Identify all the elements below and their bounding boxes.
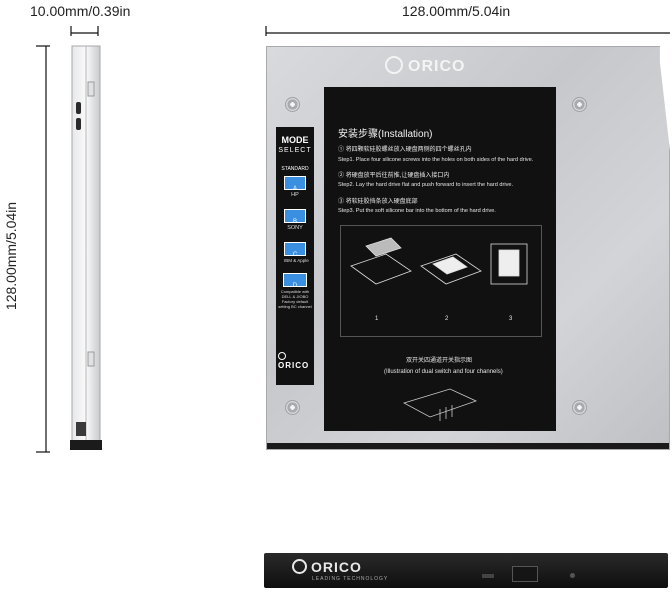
installation-figures: 1 2 3 — [340, 225, 542, 337]
caddy-top-view: ORICO MODE SELECT STANDARD A HP B SONY C… — [266, 46, 670, 450]
mode-panel-brand: ORICO — [278, 352, 314, 370]
mode-subtitle: SELECT — [278, 147, 312, 154]
screw-icon — [285, 97, 300, 112]
mode-option-d: D Compatible with DELL & JIOBO Factory d… — [278, 273, 312, 309]
instructions-panel: 安装步骤(Installation) ① 将四颗软硅胶螺丝放入硬盘两侧的四个螺丝… — [324, 87, 556, 431]
step-illustration — [350, 237, 528, 285]
mode-select-panel: MODE SELECT STANDARD A HP B SONY C IBM &… — [276, 127, 314, 385]
bezel-tagline: LEADING TECHNOLOGY — [312, 576, 389, 582]
switch-icon: A — [284, 176, 306, 192]
screw-icon — [572, 400, 587, 415]
eject-button[interactable] — [512, 566, 538, 582]
height-dimension-line — [36, 45, 50, 453]
caddy-bezel-edge — [267, 443, 669, 449]
caddy-switch-illustration — [402, 388, 478, 421]
mode-option-b: B SONY — [284, 208, 306, 232]
caddy-side-view — [70, 45, 102, 450]
fig-label-3: 3 — [509, 316, 513, 322]
step3-cn: ③ 将软硅胶挡条放入硬盘底部 — [338, 199, 418, 205]
switch-icon: D — [283, 273, 307, 289]
switch-illustration-cn: 双开关四通道开关指示图 — [406, 358, 473, 364]
caddy-front-bezel: ORICO LEADING TECHNOLOGY — [264, 553, 668, 588]
instructions-title: 安装步骤(Installation) — [338, 129, 433, 140]
switch-icon: C — [284, 241, 306, 258]
height-dimension-label: 128.00mm/5.04in — [3, 201, 19, 311]
screw-icon — [285, 400, 300, 415]
screw-icon — [572, 97, 587, 112]
orico-logo-icon — [385, 56, 403, 74]
width-dimension-line — [265, 26, 670, 36]
fig-label-2: 2 — [445, 316, 449, 322]
fig-label-1: 1 — [375, 316, 379, 322]
mode-option-a: A HP — [284, 176, 306, 199]
switch-illustration-en: (Illustration of dual switch and four ch… — [384, 369, 503, 375]
orico-logo-icon — [292, 559, 307, 574]
step2-cn: ② 将硬盘放平后往前推,让硬盘插入接口内 — [338, 173, 450, 179]
switch-icon: B — [284, 208, 306, 225]
orico-logo-icon — [278, 352, 286, 360]
bezel-brand-logo: ORICO — [292, 559, 362, 575]
mode-option-c: C IBM & Apple — [284, 241, 309, 264]
step1-en: Step1. Place four silicone screws into t… — [338, 157, 534, 163]
width-dimension-label: 128.00mm/5.04in — [402, 3, 511, 19]
step3-en: Step3. Put the soft silicone bar into th… — [338, 208, 496, 214]
step2-en: Step2. Lay the hard drive flat and push … — [338, 182, 514, 188]
caddy-brand-logo: ORICO — [385, 56, 465, 76]
mode-standard-label: STANDARD — [281, 166, 309, 172]
emergency-eject-hole — [570, 573, 575, 578]
thickness-dimension-line — [70, 26, 99, 36]
thickness-dimension-label: 10.00mm/0.39in — [30, 3, 131, 19]
activity-led-slot — [482, 574, 494, 578]
mode-title: MODE — [281, 135, 309, 145]
step1-cn: ① 将四颗软硅胶螺丝放入硬盘两侧的四个螺丝孔内 — [338, 147, 472, 153]
